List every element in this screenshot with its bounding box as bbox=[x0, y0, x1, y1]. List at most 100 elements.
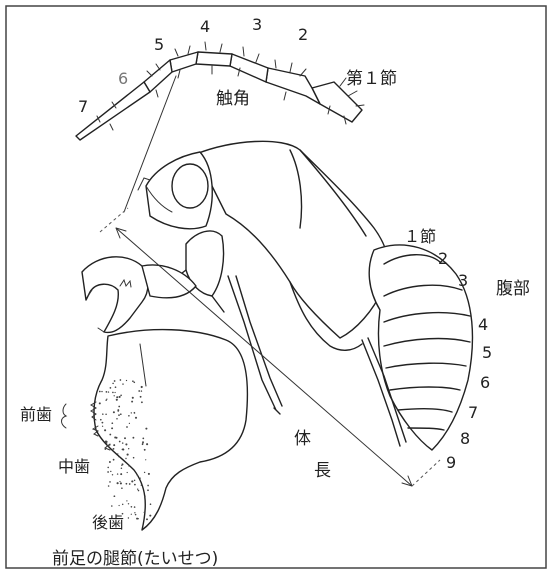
stipple-dot bbox=[138, 518, 139, 519]
antenna-segment-6 bbox=[144, 60, 172, 92]
stipple-dot bbox=[109, 434, 111, 436]
stipple-dot bbox=[111, 505, 113, 507]
stipple-dot bbox=[122, 383, 123, 384]
front-tooth-label: 前歯 bbox=[20, 405, 52, 424]
stipple-dot bbox=[128, 415, 130, 417]
stipple-dot bbox=[118, 505, 119, 506]
stipple-dot bbox=[145, 428, 147, 430]
stipple-dot bbox=[112, 383, 114, 385]
stipple-dot bbox=[141, 386, 143, 388]
stipple-dot bbox=[145, 459, 146, 460]
antenna-first-segment-label: 第１節 bbox=[346, 69, 397, 89]
stipple-dot bbox=[121, 468, 123, 470]
femur-outline bbox=[94, 330, 247, 530]
stipple-dot bbox=[135, 514, 137, 516]
stipple-dot bbox=[116, 396, 118, 398]
stipple-dot bbox=[124, 437, 126, 439]
stipple-dot bbox=[142, 438, 144, 440]
stipple-dot bbox=[114, 392, 115, 393]
stipple-dot bbox=[107, 471, 109, 473]
abdomen-segment-8-label: 8 bbox=[460, 429, 470, 448]
abdomen-first-segment-label: １節 bbox=[404, 227, 436, 246]
abdomen-segment-3-label: 3 bbox=[458, 271, 468, 290]
stipple-dot bbox=[105, 448, 107, 450]
stipple-dot bbox=[146, 443, 148, 445]
stipple-dot bbox=[128, 448, 129, 449]
stipple-dot bbox=[131, 480, 133, 482]
stipple-dot bbox=[116, 418, 118, 420]
stipple-dot bbox=[128, 517, 129, 518]
stipple-dot bbox=[107, 467, 109, 469]
stipple-dot bbox=[102, 426, 103, 427]
stipple-dot bbox=[108, 391, 109, 392]
stipple-dot bbox=[134, 512, 135, 513]
stipple-dot bbox=[141, 401, 143, 403]
body-length-label-1: 体 bbox=[294, 429, 311, 449]
stipple-dot bbox=[118, 456, 119, 457]
stipple-dot bbox=[110, 387, 112, 389]
stipple-dot bbox=[123, 449, 125, 451]
stipple-dot bbox=[110, 471, 111, 472]
abdomen-segment-5-label: 5 bbox=[482, 343, 492, 362]
stipple-dot bbox=[150, 503, 152, 505]
abdomen-segment-4-label: 4 bbox=[478, 315, 488, 334]
stipple-dot bbox=[132, 380, 134, 382]
stipple-dot bbox=[113, 448, 115, 450]
stipple-dot bbox=[116, 399, 118, 401]
antenna-segment-3 bbox=[230, 54, 268, 82]
stipple-dot bbox=[118, 414, 120, 416]
antenna-segment-2-label: 2 bbox=[298, 25, 308, 44]
abdomen bbox=[369, 245, 472, 450]
stipple-dot bbox=[114, 380, 116, 382]
stipple-dot bbox=[135, 417, 137, 419]
stipple-dot bbox=[117, 482, 119, 484]
stipple-dot bbox=[121, 465, 122, 466]
caption: 前足の腿節(たいせつ) bbox=[52, 549, 218, 569]
stipple-dot bbox=[119, 396, 121, 398]
abdomen-title: 腹部 bbox=[496, 279, 530, 299]
stipple-dot bbox=[128, 465, 129, 466]
stipple-dot bbox=[105, 441, 107, 443]
stipple-dot bbox=[140, 477, 141, 478]
stipple-dot bbox=[131, 506, 133, 508]
stipple-dot bbox=[134, 480, 135, 481]
rear-tooth-label: 後歯 bbox=[92, 513, 124, 532]
stipple-dot bbox=[134, 484, 136, 486]
stipple-dot bbox=[119, 481, 120, 482]
stipple-dot bbox=[142, 441, 144, 443]
stipple-dot bbox=[113, 411, 115, 413]
antenna-segment-7-label: 7 bbox=[78, 97, 88, 116]
body-length-label-2: 長 bbox=[314, 461, 331, 481]
stipple-dot bbox=[120, 394, 122, 396]
stipple-dot bbox=[101, 391, 102, 392]
stipple-dot bbox=[120, 379, 122, 381]
stipple-dot bbox=[99, 402, 101, 404]
stipple-dot bbox=[141, 390, 142, 391]
antenna-segment-2 bbox=[266, 68, 320, 104]
stipple-dot bbox=[125, 443, 127, 445]
stipple-dot bbox=[132, 397, 134, 399]
stipple-dot bbox=[142, 444, 143, 445]
stipple-dot bbox=[109, 444, 111, 446]
stipple-dot bbox=[112, 392, 114, 394]
stipple-dot bbox=[134, 412, 136, 414]
stipple-dot bbox=[126, 483, 128, 485]
stipple-dot bbox=[105, 399, 107, 401]
stipple-dot bbox=[121, 487, 123, 489]
stipple-dot bbox=[114, 395, 115, 396]
stipple-dot bbox=[127, 454, 129, 456]
stipple-dot bbox=[120, 482, 122, 484]
stipple-dot bbox=[119, 441, 121, 443]
stipple-dot bbox=[128, 503, 129, 504]
stipple-dot bbox=[144, 512, 146, 514]
femur-enlarged bbox=[91, 330, 247, 530]
stipple-dot bbox=[113, 459, 115, 461]
stipple-dot bbox=[120, 473, 122, 475]
stipple-dot bbox=[131, 412, 132, 413]
stipple-dot bbox=[118, 406, 120, 408]
stipple-dot bbox=[147, 489, 149, 491]
stipple-dot bbox=[127, 472, 128, 473]
antenna-segment-3-label: 3 bbox=[252, 15, 262, 34]
stipple-dot bbox=[126, 380, 127, 381]
